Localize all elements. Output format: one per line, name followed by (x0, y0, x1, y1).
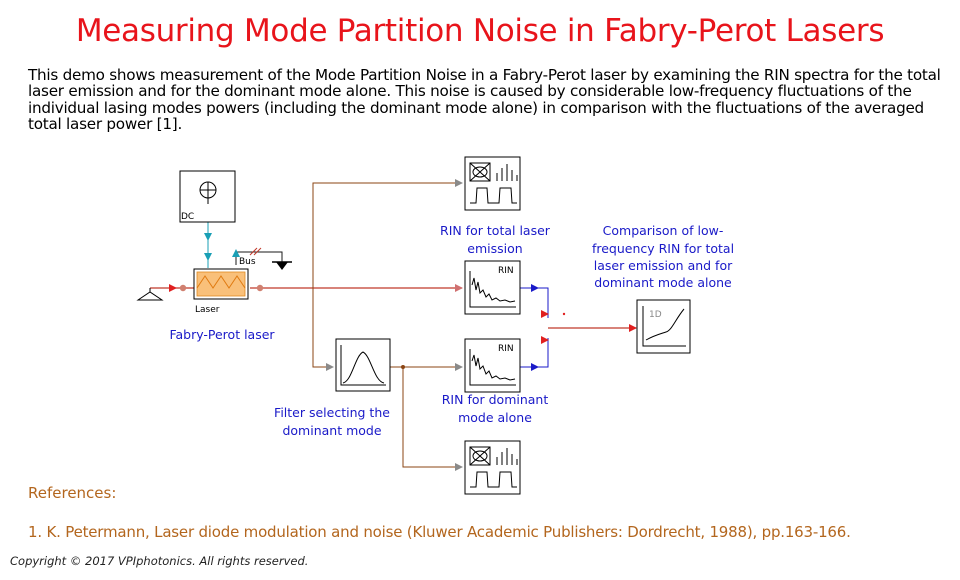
line-plot-icon (642, 306, 686, 347)
wire-rin-dominant-out (520, 338, 549, 368)
dc-label: DC (181, 212, 194, 222)
wire-rin-total-out (520, 287, 549, 318)
laser-output-port (256, 284, 264, 292)
comparison-label-line-4: dominant mode alone (594, 275, 732, 290)
filter-label-line-1: Filter selecting the (274, 405, 390, 420)
wire-bus (235, 251, 283, 265)
laser-label: Laser (195, 305, 220, 315)
eye-diagram-icon (469, 162, 491, 182)
comparison-label-line-2: frequency RIN for total (592, 241, 734, 256)
laser-input-port (179, 284, 187, 292)
rin-dominant-text: RIN (498, 344, 514, 354)
dc-source-block[interactable]: DC (179, 170, 236, 223)
copyright-notice: Copyright © 2017 VPIphotonics. All right… (10, 554, 309, 568)
comparison-label-line-1: Comparison of low- (603, 223, 724, 238)
spectrum-bars-icon (496, 164, 518, 181)
references-heading: References: (28, 484, 117, 502)
pulse-trace-icon (470, 471, 517, 488)
bandpass-filter-icon (340, 345, 386, 386)
wire-to-filter (312, 288, 332, 368)
rin-total-label-line-1: RIN for total laser (440, 223, 551, 238)
rin-dominant-label-line-2: mode alone (458, 410, 532, 425)
rin-plot-icon (469, 271, 516, 308)
rin-dominant-block[interactable]: RIN (464, 338, 521, 393)
wire-to-bottom-analyzer (402, 367, 462, 468)
top-signal-analyzer-block[interactable] (464, 156, 521, 211)
numerical-analyzer-1d-block[interactable]: 1D (636, 299, 691, 354)
plot-1d-text: 1D (649, 310, 662, 320)
pulse-trace-icon (470, 187, 517, 204)
laser-block[interactable]: Laser Bus (193, 257, 256, 315)
arrow-heads (169, 179, 637, 471)
rin-total-label-line-2: emission (467, 241, 522, 256)
combiner-dot (562, 312, 566, 316)
rin-dominant-label-line-1: RIN for dominant (442, 392, 549, 407)
rin-total-text: RIN (498, 266, 514, 276)
eye-diagram-icon (469, 446, 491, 466)
filter-block[interactable] (335, 338, 391, 392)
bottom-signal-analyzer-block[interactable] (464, 440, 521, 495)
bus-label: Bus (239, 257, 256, 267)
filter-label-line-2: dominant mode (282, 423, 381, 438)
rin-plot-icon (469, 349, 516, 386)
page-title: Measuring Mode Partition Noise in Fabry-… (75, 13, 885, 49)
fabry-perot-label: Fabry-Perot laser (169, 327, 275, 342)
spectrum-bars-icon (496, 448, 518, 465)
filter-junction (401, 365, 405, 369)
input-ground-icon (136, 288, 164, 301)
intro-paragraph: This demo shows measurement of the Mode … (28, 66, 941, 133)
wire-to-top-analyzer (312, 182, 462, 288)
comparison-label-line-3: laser emission and for (594, 258, 733, 273)
rin-total-block[interactable]: RIN (464, 260, 521, 315)
reference-item: 1. K. Petermann, Laser diode modulation … (28, 523, 851, 541)
wires (150, 182, 636, 468)
bus-ground-icon (272, 261, 292, 270)
bus-slash-icon (249, 247, 262, 256)
